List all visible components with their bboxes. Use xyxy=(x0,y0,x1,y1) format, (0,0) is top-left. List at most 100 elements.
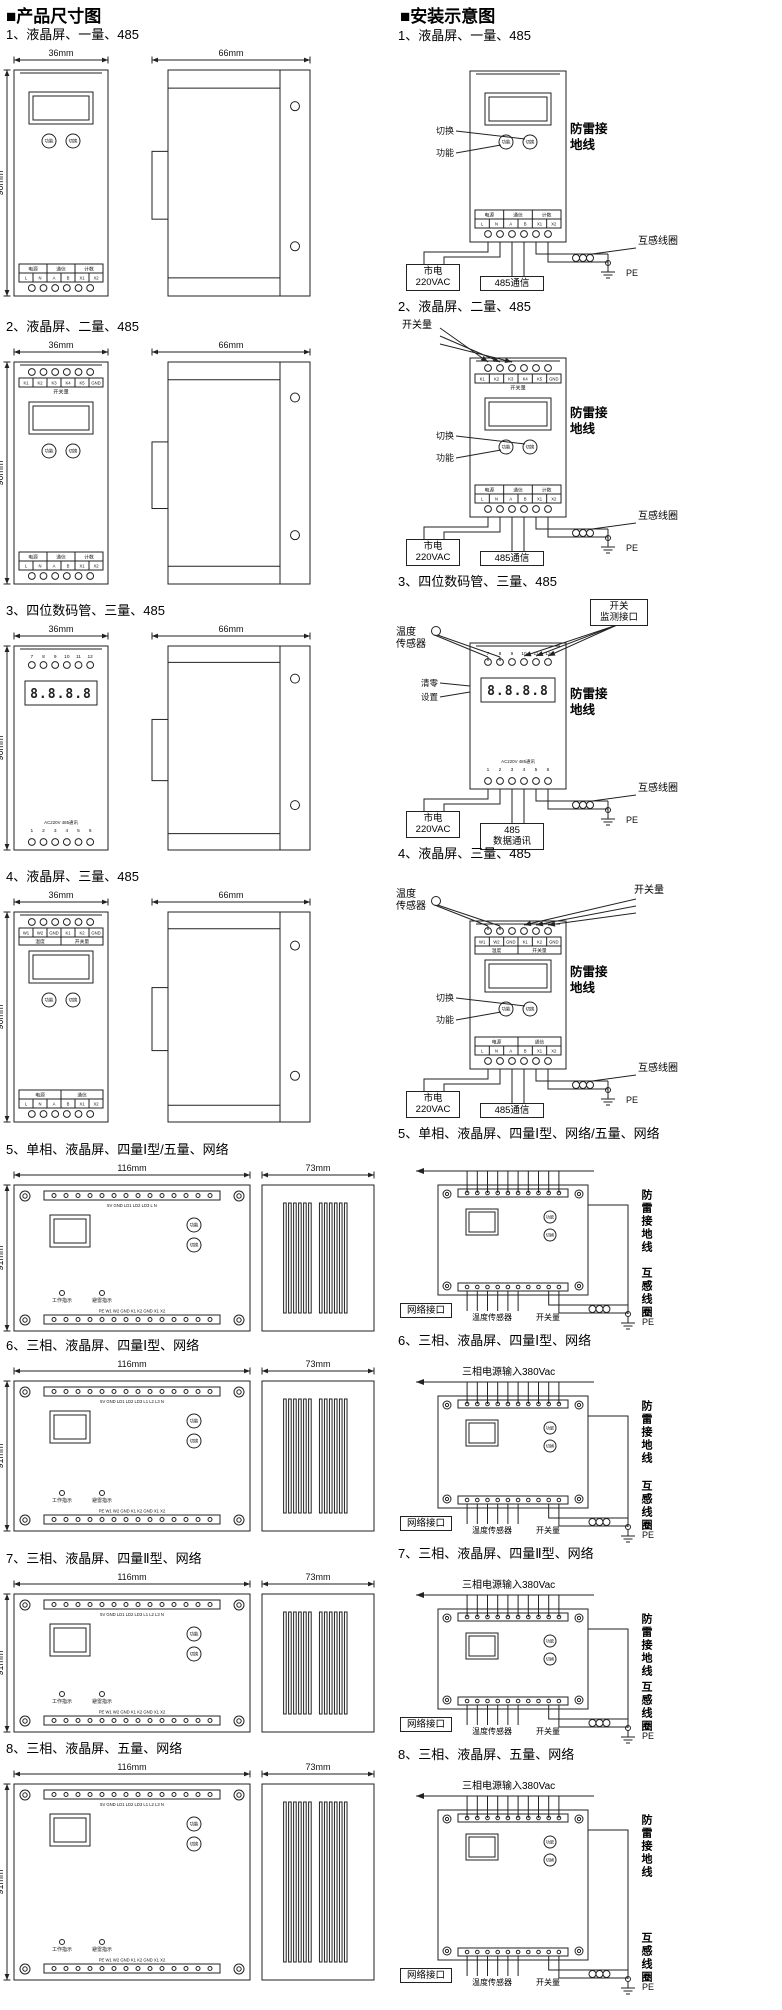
text-label: 10 xyxy=(521,651,527,657)
diagram-part xyxy=(51,1966,57,1971)
diagram-part xyxy=(62,661,71,669)
diagram-part xyxy=(74,838,83,846)
diagram-part xyxy=(544,777,552,785)
diagram-part xyxy=(522,134,538,150)
diagram-part xyxy=(135,1389,141,1394)
diagram-part xyxy=(86,1110,95,1118)
diagram-part xyxy=(515,1401,521,1407)
diagram-part xyxy=(547,517,608,538)
text-label: 3 xyxy=(511,767,514,773)
text-label: X2 xyxy=(551,1049,557,1054)
text-label: 开关量 xyxy=(53,388,69,396)
mains-supply-box: 市电 220VAC xyxy=(406,264,460,291)
diagram-part xyxy=(579,801,587,809)
diagram-part xyxy=(475,1614,480,1620)
diagram-part xyxy=(59,1490,65,1496)
text-label: 切换 xyxy=(436,992,454,1003)
diagram-part xyxy=(602,1970,611,1978)
diagram-part xyxy=(457,1947,569,1957)
diagram-part xyxy=(75,1792,81,1797)
diagram-part xyxy=(51,1517,57,1522)
diagram-part xyxy=(283,1611,287,1715)
diagram-part xyxy=(602,1518,611,1526)
text-label: 通信 xyxy=(56,266,66,273)
dimension-label: 91mm xyxy=(0,1443,5,1468)
diagram-part xyxy=(444,1697,450,1703)
diagram-part xyxy=(544,927,552,935)
diagram-part xyxy=(338,1398,343,1514)
diagram-part xyxy=(151,987,169,1052)
diagram-part xyxy=(495,1815,500,1821)
comm-485-box: 485通信 xyxy=(480,551,544,567)
diagram-part xyxy=(474,209,562,220)
diagram-part xyxy=(515,1497,521,1503)
diagram-part xyxy=(543,1210,557,1224)
network-port-box: 网络接口 xyxy=(400,1516,452,1532)
diagram-part xyxy=(455,435,526,445)
text-label: X2 xyxy=(93,276,99,281)
diagram-part xyxy=(233,1715,245,1727)
text-label: PE xyxy=(642,1317,654,1327)
diagram-part xyxy=(475,1401,480,1407)
text-label: 36mm xyxy=(48,890,73,900)
switch-monitor-box: 开关 监测接口 xyxy=(590,599,648,626)
text-label: K2 xyxy=(537,940,543,945)
diagram-part xyxy=(27,661,36,669)
diagram-part xyxy=(86,661,95,669)
diagram-part xyxy=(151,150,169,220)
diagram-part xyxy=(43,1715,221,1726)
diagram-part xyxy=(572,529,580,537)
diagram-part xyxy=(442,1400,452,1410)
diagram-part xyxy=(468,1635,496,1657)
diagram-part xyxy=(457,1612,569,1622)
diagram-part xyxy=(437,1809,589,1961)
diagram-part xyxy=(159,1718,165,1723)
dimension-label: 90mm xyxy=(0,170,5,195)
diagram-part xyxy=(62,368,71,376)
diagram-part xyxy=(488,96,548,122)
diagram-part xyxy=(333,1801,338,1963)
diagram-part xyxy=(457,1495,569,1505)
diagram-part xyxy=(495,1949,500,1955)
diagram-part xyxy=(547,242,608,263)
section-heading: 4、液晶屏、三量、485 xyxy=(6,869,139,884)
diagram-part xyxy=(457,1813,569,1823)
text-label: PE W1 W2 GND K1 K2 GND X1 X2 xyxy=(99,1710,166,1715)
text-label: 避雷指示 xyxy=(92,1946,112,1953)
text-label: 切换 xyxy=(69,138,78,145)
diagram-part xyxy=(87,1966,93,1971)
lightning-ground-label: 防雷接地线 xyxy=(640,1613,652,1678)
diagram-part xyxy=(99,1602,105,1607)
switch-qty-label: 开关量 xyxy=(536,1727,560,1736)
diagram-part xyxy=(308,1801,312,1963)
diagram-part xyxy=(556,1284,562,1290)
diagram-part xyxy=(123,1193,129,1198)
diagram-part xyxy=(51,918,60,926)
diagram-part xyxy=(444,1496,450,1502)
diagram-part xyxy=(595,1518,604,1526)
diagram-part xyxy=(595,1970,604,1978)
text-label: 73mm xyxy=(305,1359,330,1369)
diagram-part xyxy=(195,1718,201,1723)
diagram-part xyxy=(63,1389,69,1394)
text-label: L xyxy=(25,564,28,569)
diagram-part xyxy=(147,1389,153,1394)
diagram-part xyxy=(22,1517,28,1523)
diagram-part xyxy=(183,1966,189,1971)
diagram-part xyxy=(123,1517,129,1522)
diagram-part xyxy=(233,1599,245,1611)
diagram-part xyxy=(171,1602,177,1607)
diagram-part xyxy=(485,1815,490,1821)
temp-sensor-label: 温度 传感器 xyxy=(396,627,426,650)
diagram-part xyxy=(293,1611,297,1715)
diagram-part xyxy=(171,1389,177,1394)
diagram-part xyxy=(548,650,556,656)
diagram-part xyxy=(207,1389,213,1394)
text-label: 通信 xyxy=(513,487,523,494)
network-port-box: 网络接口 xyxy=(400,1303,452,1319)
